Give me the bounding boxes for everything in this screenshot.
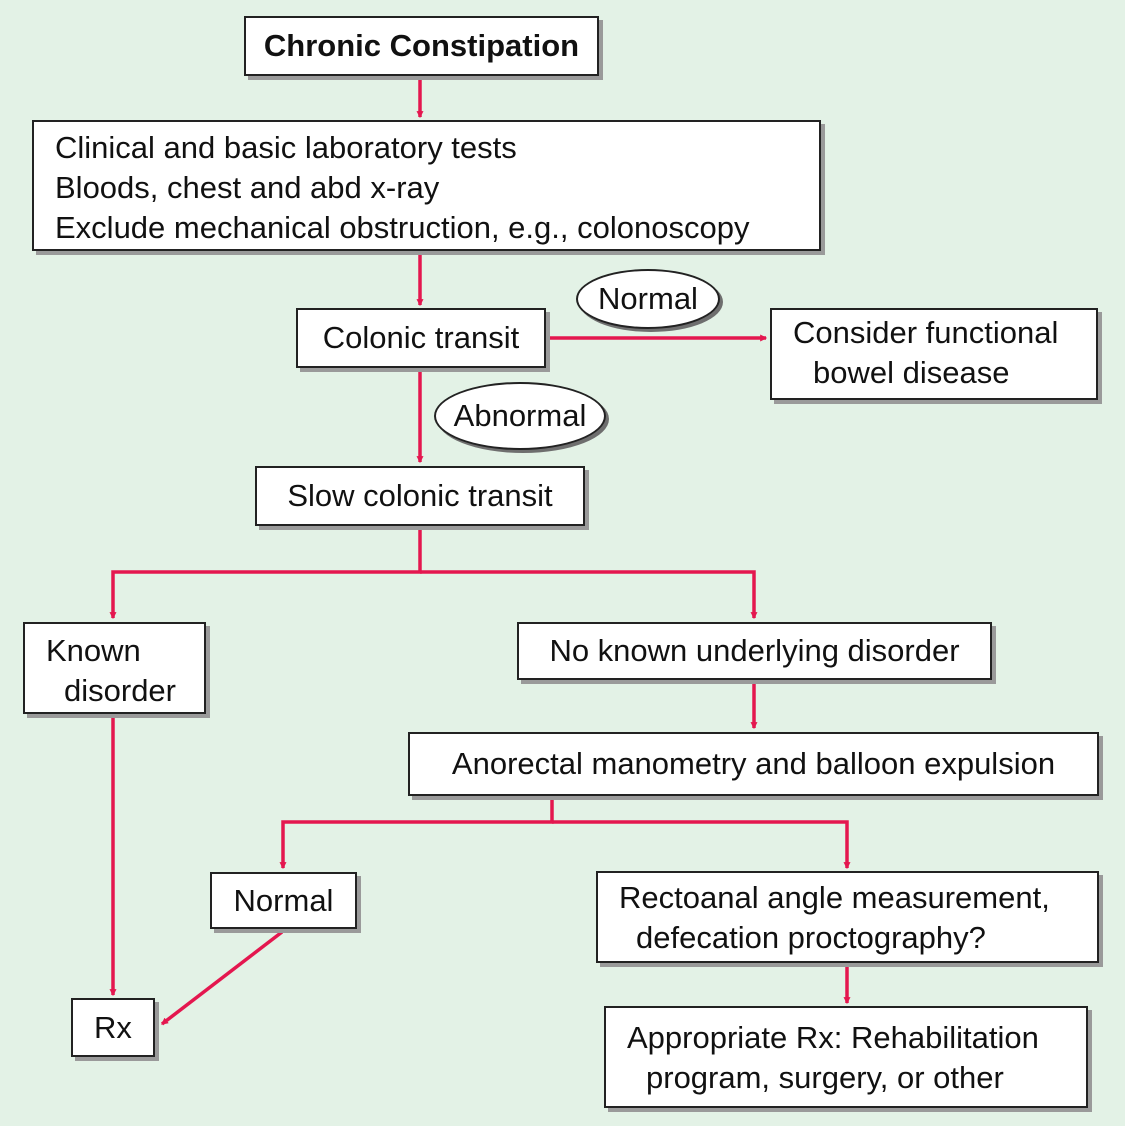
node-line: defecation proctography?	[636, 920, 986, 955]
node-text: Chronic Constipation	[263, 28, 580, 63]
arrow-slow-to-branches	[109, 527, 422, 620]
node-rectoanal-measurement: Rectoanal angle measurement, defecation …	[596, 871, 1099, 963]
node-anorectal-manometry: Anorectal manometry and balloon expulsio…	[408, 732, 1099, 796]
node-functional-bowel: Consider functional bowel disease	[770, 308, 1098, 400]
node-rx: Rx	[71, 998, 155, 1057]
node-line: Known	[46, 633, 141, 668]
node-slow-colonic-transit: Slow colonic transit	[255, 466, 585, 526]
arrow-normal-to-rx	[160, 930, 284, 1026]
label-normal: Normal	[598, 281, 698, 316]
node-line: program, surgery, or other	[646, 1060, 1004, 1095]
node-line: Rectoanal angle measurement,	[619, 880, 1050, 915]
node-chronic-constipation: Chronic Constipation	[244, 16, 599, 76]
node-line: Appropriate Rx: Rehabilitation	[627, 1020, 1039, 1055]
label-abnormal: Abnormal	[453, 398, 587, 433]
node-no-known-disorder: No known underlying disorder	[517, 622, 992, 680]
node-known-disorder: Known disorder	[23, 622, 206, 714]
label-abnormal-oval: Abnormal	[434, 382, 606, 450]
node-clinical-tests: Clinical and basic laboratory tests Bloo…	[32, 120, 821, 251]
node-text: Anorectal manometry and balloon expulsio…	[451, 746, 1056, 781]
node-appropriate-rx: Appropriate Rx: Rehabilitation program, …	[604, 1006, 1088, 1108]
node-line: Consider functional	[793, 315, 1059, 350]
node-text: Normal	[233, 882, 334, 918]
node-line: Bloods, chest and abd x-ray	[55, 170, 440, 205]
node-line: Exclude mechanical obstruction, e.g., co…	[55, 210, 750, 245]
label-normal-oval: Normal	[576, 269, 720, 329]
node-line: Clinical and basic laboratory tests	[55, 130, 517, 165]
node-line: bowel disease	[813, 355, 1010, 390]
node-text: Colonic transit	[322, 320, 520, 355]
arrow-anorectal-to-normal	[279, 797, 554, 870]
node-colonic-transit: Colonic transit	[296, 308, 546, 368]
node-text: No known underlying disorder	[549, 633, 960, 668]
node-text: Slow colonic transit	[287, 478, 553, 513]
node-normal: Normal	[210, 872, 357, 929]
arrow-slow-to-no-known	[420, 570, 758, 620]
node-text: Rx	[94, 1009, 132, 1045]
node-line: disorder	[64, 673, 176, 708]
arrow-anorectal-to-rectoanal	[552, 820, 851, 870]
